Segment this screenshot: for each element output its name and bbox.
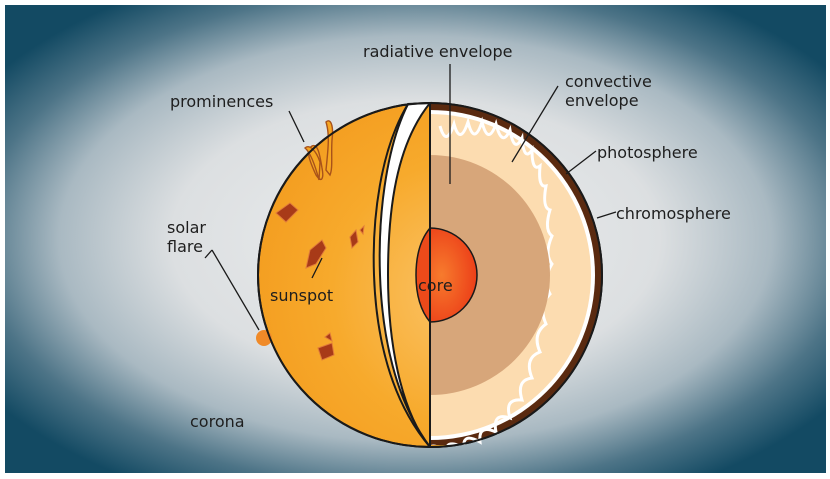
label-solar-flare-line1: solar <box>167 218 206 237</box>
label-convective-envelope-line2: envelope <box>565 91 652 110</box>
label-sunspot: sunspot <box>270 286 333 305</box>
label-solar-flare-line2: flare <box>167 237 206 256</box>
label-convective-envelope-line1: convective <box>565 72 652 91</box>
label-corona: corona <box>190 412 245 431</box>
label-prominences: prominences <box>170 92 273 111</box>
label-convective-envelope: convective envelope <box>565 72 652 110</box>
label-core: core <box>418 276 453 295</box>
label-photosphere: photosphere <box>597 143 698 162</box>
label-chromosphere: chromosphere <box>616 204 731 223</box>
label-solar-flare: solar flare <box>167 218 206 256</box>
label-radiative-envelope: radiative envelope <box>363 42 512 61</box>
